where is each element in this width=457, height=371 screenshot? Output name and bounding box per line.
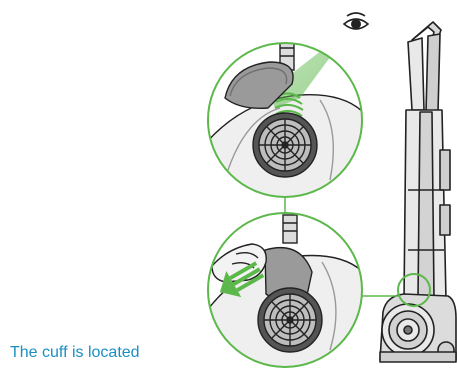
vacuum-cleaner [380, 22, 456, 362]
top-detail-circle [200, 26, 370, 210]
eye-icon [344, 13, 368, 29]
caption-text: The cuff is located [10, 344, 140, 362]
